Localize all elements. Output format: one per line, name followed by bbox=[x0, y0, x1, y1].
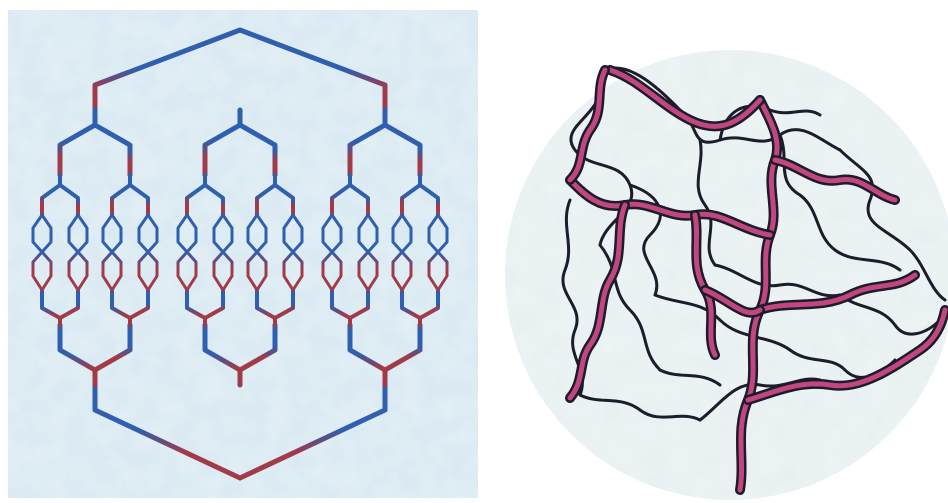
normal-vasculature-panel bbox=[8, 10, 478, 500]
right-panel-texture bbox=[505, 50, 948, 500]
tumor-vasculature-panel bbox=[505, 50, 948, 500]
